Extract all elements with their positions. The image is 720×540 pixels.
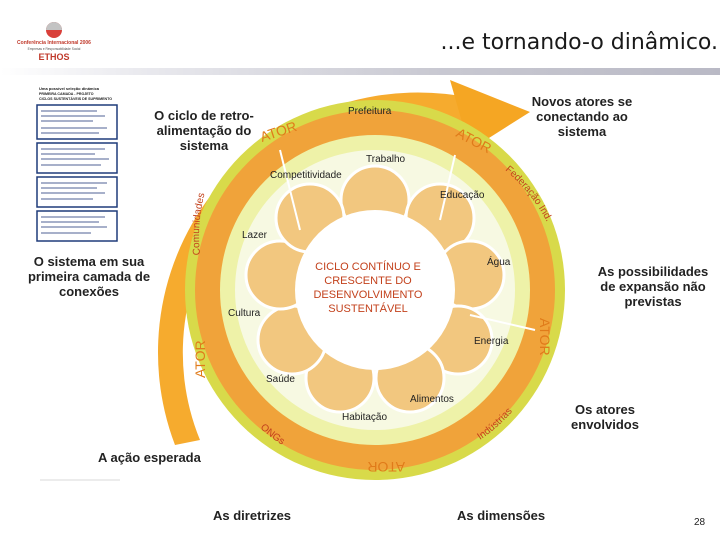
note-novos-atores-2: conectando ao	[536, 109, 628, 124]
node-lazer: Lazer	[242, 230, 268, 241]
logo-line-1: Conferência Internacional 2006	[17, 40, 91, 46]
node-competitividade: Competitividade	[270, 170, 342, 181]
node-agua: Água	[487, 255, 511, 268]
actor-label-top-right: ATOR	[454, 125, 495, 157]
note-novos-atores-1: Novos atores se	[531, 94, 633, 109]
logo-line-2: Empresas e Responsabilidade Social	[28, 47, 81, 51]
node-prefeitura: Prefeitura	[348, 106, 392, 117]
actor-label-bottom: ATOR	[367, 459, 405, 475]
arc-text-comunidades: Comunidades	[191, 192, 208, 256]
doc-box-2	[36, 142, 118, 174]
doc-box-1	[36, 104, 118, 140]
note-ciclo-retro-1: O ciclo de retro-	[154, 108, 254, 123]
slide-title: ...e tornando-o dinâmico.	[440, 30, 718, 55]
note-ciclo-retro-3: sistema	[179, 138, 229, 153]
core-circle	[295, 210, 455, 370]
note-primeira-camada: O sistema em sua primeira camada de cone…	[24, 254, 154, 299]
note-diretrizes: As diretrizes	[213, 508, 292, 523]
arc-text-ongs: ONGs	[258, 422, 286, 447]
note-atores-envolvidos-2: envolvidos	[571, 417, 639, 432]
note-ciclo-retro: O ciclo de retro- alimentação do sistema	[144, 108, 264, 153]
outer-ring	[185, 100, 565, 480]
feedback-loop-arrowhead	[450, 80, 530, 150]
arc-label-industrias: Indústrias	[475, 406, 514, 443]
logo-symbol	[46, 22, 62, 38]
doc-box-3	[36, 176, 118, 208]
actor-label-top: ATOR	[258, 118, 299, 145]
note-dimensoes: As dimensões	[457, 508, 546, 523]
arc-label-comunidades: Comunidades	[191, 192, 208, 256]
actor-band	[195, 110, 555, 470]
actor-label-left: ATOR	[192, 340, 208, 378]
arc-text-federacao: Federação Ind.	[503, 164, 554, 224]
logo-word: ETHOS	[38, 52, 69, 62]
center-text-3: DESENVOLVIMENTO	[313, 289, 422, 301]
node-cultura: Cultura	[228, 308, 261, 319]
note-primeira-camada-2: primeira camada de	[27, 269, 151, 284]
note-primeira-camada-1: O sistema em sua	[33, 254, 145, 269]
arc-label-federacao: Federação Ind.	[503, 164, 554, 224]
arc-label-ongs: ONGs	[258, 422, 286, 447]
node-ring	[244, 164, 506, 414]
title-divider	[0, 68, 720, 75]
note-possibilidades-1: As possibilidades	[597, 264, 709, 279]
center-text-4: SUSTENTÁVEL	[328, 302, 407, 315]
doc-box-4	[36, 210, 118, 242]
note-atores-envolvidos-1: Os atores	[575, 402, 635, 417]
note-novos-atores-3: sistema	[557, 124, 607, 139]
doc-line-1: Uma possível seleção dinâmica	[39, 86, 100, 91]
note-possibilidades-2: de expansão não	[600, 279, 706, 294]
actor-label-right: ATOR	[537, 318, 553, 356]
connector-lines	[279, 149, 536, 331]
note-atores-envolvidos: Os atores envolvidos	[560, 402, 650, 432]
doc-line-2: PRIMEIRA CAMADA - PROJETO	[39, 92, 94, 96]
inner-ring	[235, 150, 515, 430]
center-text-1: CICLO CONTÍNUO E	[315, 260, 421, 273]
note-possibilidades-3: previstas	[624, 294, 682, 309]
note-primeira-camada-3: conexões	[59, 284, 119, 299]
document-thumbnail: Uma possível seleção dinâmica PRIMEIRA C…	[35, 83, 131, 253]
ethos-logo: Conferência Internacional 2006 Empresas …	[17, 22, 91, 62]
node-energia: Energia	[474, 336, 509, 347]
light-ring	[220, 135, 530, 445]
arc-text-industrias: Indústrias	[475, 406, 514, 443]
note-ciclo-retro-2: alimentação do	[156, 123, 252, 138]
node-alimentos: Alimentos	[410, 394, 454, 405]
note-acao-esperada: A ação esperada	[98, 450, 201, 465]
node-educacao: Educação	[440, 190, 485, 201]
note-novos-atores: Novos atores se conectando ao sistema	[522, 94, 642, 139]
node-saude: Saúde	[266, 374, 295, 385]
page-number: 28	[694, 517, 706, 528]
node-habitacao: Habitação	[342, 412, 387, 423]
doc-line-3: CICLOS SUSTENTÁVEIS DE SUPRIMENTO	[39, 96, 112, 101]
center-text-2: CRESCENTE DO	[324, 275, 412, 287]
node-trabalho: Trabalho	[366, 154, 406, 165]
note-possibilidades: As possibilidades de expansão não previs…	[592, 264, 714, 309]
